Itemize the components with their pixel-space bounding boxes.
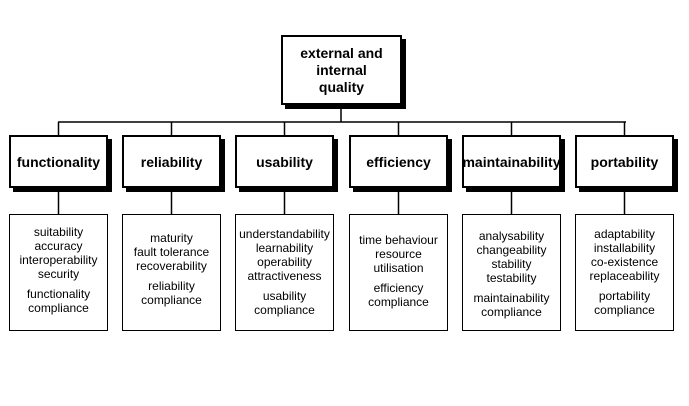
category-label: maintainability <box>462 153 561 170</box>
subcharacteristic-line: accuracy <box>34 239 83 253</box>
root-node: external and internal quality <box>281 35 402 105</box>
compliance-line: efficiency <box>373 281 424 295</box>
subcharacteristic-line: attractiveness <box>247 269 322 283</box>
subcharacteristic-line: replaceability <box>589 269 660 283</box>
category-label: functionality <box>16 153 101 170</box>
subcharacteristic-line: time behaviour <box>359 233 438 247</box>
category-portability: portability <box>575 135 674 188</box>
compliance-line: reliability <box>148 279 195 293</box>
category-label: reliability <box>140 153 203 170</box>
compliance-line: compliance <box>481 305 542 319</box>
subcharacteristic-line: learnability <box>255 241 314 255</box>
compliance-line: compliance <box>594 303 655 317</box>
compliance-line: portability <box>598 289 651 303</box>
compliance-line: functionality <box>26 287 91 301</box>
compliance-line: compliance <box>28 301 89 315</box>
subcharacteristic-line: analysability <box>478 229 545 243</box>
category-efficiency: efficiency <box>349 135 448 188</box>
subcharacteristic-line: resource <box>375 247 422 261</box>
category-reliability: reliability <box>122 135 221 188</box>
subcharacteristic-line: maturity <box>150 231 193 245</box>
category-functionality: functionality <box>9 135 108 188</box>
subcharacteristic-line: adaptability <box>594 227 655 241</box>
category-label: usability <box>256 153 313 170</box>
subcharacteristic-line: interoperability <box>19 253 98 267</box>
category-maintainability: maintainability <box>462 135 561 188</box>
compliance-line: usability <box>262 289 307 303</box>
category-usability: usability <box>235 135 334 188</box>
subcharacteristic-line: stability <box>491 257 532 271</box>
subcharacteristic-line: understandability <box>239 227 330 241</box>
compliance-line: maintainability <box>473 291 550 305</box>
category-label: portability <box>590 153 659 170</box>
compliance-line: compliance <box>254 303 315 317</box>
subcharacteristic-line: utilisation <box>373 261 424 275</box>
category-label: efficiency <box>366 153 431 170</box>
compliance-line: compliance <box>141 293 202 307</box>
subcharacteristic-line: operability <box>257 255 312 269</box>
subcharacteristic-line: installability <box>593 241 656 255</box>
subcharacteristic-line: changeability <box>476 243 547 257</box>
subcharacteristic-line: testability <box>486 271 537 285</box>
subcharacteristic-line: suitability <box>33 225 84 239</box>
compliance-line: compliance <box>368 295 429 309</box>
subcharacteristic-line: fault tolerance <box>133 245 210 259</box>
subcharacteristic-line: co-existence <box>590 255 659 269</box>
subcharacteristic-line: security <box>37 267 80 281</box>
root-label: external and internal quality <box>300 44 383 95</box>
subcharacteristic-line: recoverability <box>136 259 207 273</box>
